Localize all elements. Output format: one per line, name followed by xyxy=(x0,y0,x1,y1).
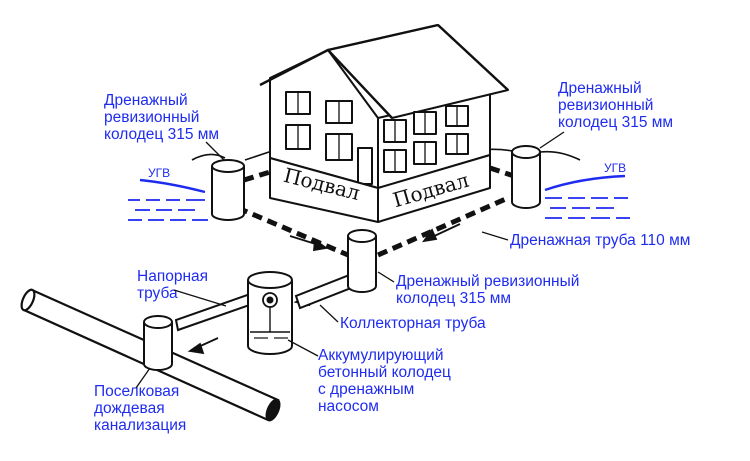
label-line: труба xyxy=(137,285,178,302)
label-ugv-right: УГВ xyxy=(604,161,627,175)
label-line: Поселковая xyxy=(94,383,180,400)
label-line: Дренажный xyxy=(558,80,642,97)
groundwater-left xyxy=(128,178,208,221)
label-village-sewer: Поселковая дождевая канализация xyxy=(94,383,186,434)
well-center xyxy=(347,229,377,293)
label-pressure-pipe: Напорная труба xyxy=(137,268,208,302)
label-line: с дренажным xyxy=(318,381,415,398)
label-well-top-left: Дренажный ревизионный колодец 315 мм xyxy=(104,92,219,143)
label-well-center: Дренажный ревизионный колодец 315 мм xyxy=(396,273,579,307)
label-line: Дренажный ревизионный xyxy=(396,273,580,290)
label-line: колодец 315 мм xyxy=(558,114,674,131)
label-line: ревизионный xyxy=(104,109,200,126)
groundwater-right xyxy=(544,174,630,219)
label-line: Напорная xyxy=(137,268,209,285)
label-line: дождевая xyxy=(94,400,165,417)
well-top-left xyxy=(211,159,245,221)
label-well-top-right: Дренажный ревизионный колодец 315 мм xyxy=(558,80,673,131)
drain-pipes xyxy=(237,165,515,258)
label-line: колодец 315 мм xyxy=(104,126,220,143)
label-line: Аккумулирующий xyxy=(318,347,444,364)
label-line: Дренажный xyxy=(104,92,188,109)
label-collector-pipe: Коллекторная труба xyxy=(340,315,486,332)
label-line: канализация xyxy=(94,417,187,434)
label-line: ревизионный xyxy=(558,97,654,114)
window-bars xyxy=(297,92,458,172)
label-accumulating-well: Аккумулирующий бетонный колодец с дренаж… xyxy=(318,347,451,415)
label-line: бетонный колодец xyxy=(318,364,451,381)
label-line: насосом xyxy=(318,398,379,415)
well-top-right xyxy=(511,145,541,209)
well-sewer xyxy=(143,315,173,371)
accumulating-well xyxy=(247,271,293,355)
label-line: колодец 315 мм xyxy=(396,290,512,307)
label-drain-pipe: Дренажная труба 110 мм xyxy=(510,232,691,249)
label-ugv-left: УГВ xyxy=(148,166,171,180)
